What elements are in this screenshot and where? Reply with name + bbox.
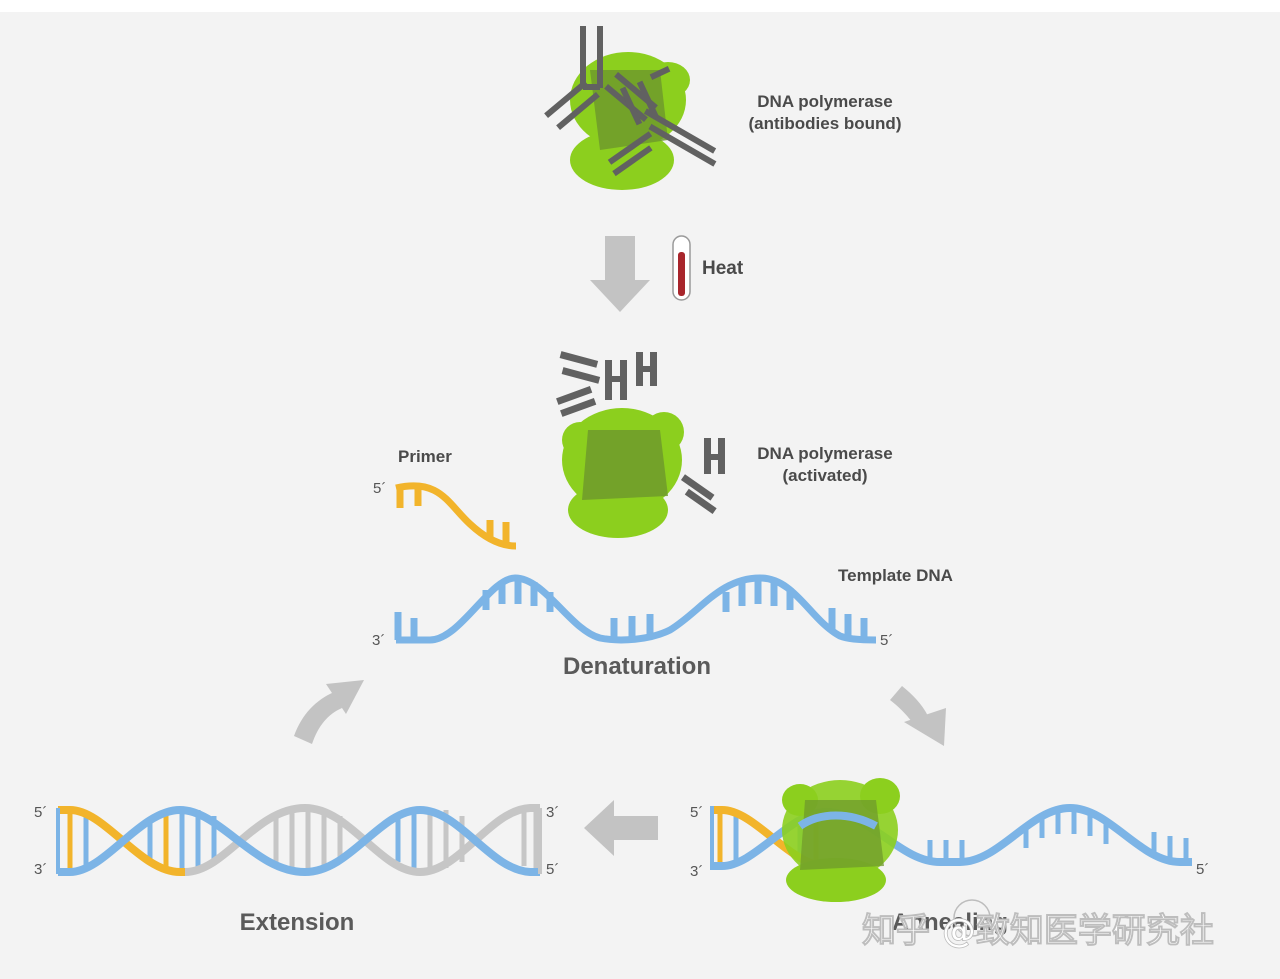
primer-5-end: 5´ xyxy=(373,480,386,497)
denaturation-title: Denaturation xyxy=(563,653,711,680)
template-3-end: 3´ xyxy=(372,632,385,649)
watermark-text: 知乎 @致知医学研究社 xyxy=(862,911,1214,951)
extension-title: Extension xyxy=(240,909,355,936)
ext-right-top-end: 3´ xyxy=(546,804,559,821)
antibody-icon xyxy=(544,26,717,177)
thermometer-icon xyxy=(672,235,691,301)
wechat-logo-icon xyxy=(953,899,991,937)
primer-strand xyxy=(395,482,517,550)
ann-left-bottom-end: 3´ xyxy=(690,863,703,880)
primer-label: Primer xyxy=(398,447,452,466)
polymerase-activated-label-2: (activated) xyxy=(782,466,867,485)
template-5-end: 5´ xyxy=(880,632,893,649)
top-bar xyxy=(0,0,1280,12)
extension-helix xyxy=(56,803,542,877)
antibody-fragments-icon xyxy=(556,351,725,515)
polymerase-bound-icon xyxy=(570,52,690,190)
template-dna-label: Template DNA xyxy=(838,566,953,585)
polymerase-activated-label-1: DNA polymerase xyxy=(757,444,892,463)
extension-arrow-icon xyxy=(584,800,658,856)
ext-right-bottom-end: 5´ xyxy=(546,861,559,878)
polymerase-annealing-icon xyxy=(782,778,900,902)
template-strand xyxy=(394,574,877,644)
cycle-arrow-right-icon xyxy=(890,686,946,746)
annealing-title: Annealing xyxy=(892,909,1008,936)
ext-left-top-end: 5´ xyxy=(34,804,47,821)
cycle-arrow-left-icon xyxy=(294,680,364,744)
polymerase-activated-icon xyxy=(562,408,684,538)
ann-left-top-end: 5´ xyxy=(690,804,703,821)
heat-label: Heat xyxy=(702,258,744,279)
ann-right-end: 5´ xyxy=(1196,861,1209,878)
polymerase-bound-label-2: (antibodies bound) xyxy=(749,114,902,133)
ext-left-bottom-end: 3´ xyxy=(34,861,47,878)
polymerase-bound-label-1: DNA polymerase xyxy=(757,92,892,111)
watermark: 知乎 @致知医学研究社 xyxy=(862,899,1214,951)
heat-arrow-icon xyxy=(590,236,650,312)
